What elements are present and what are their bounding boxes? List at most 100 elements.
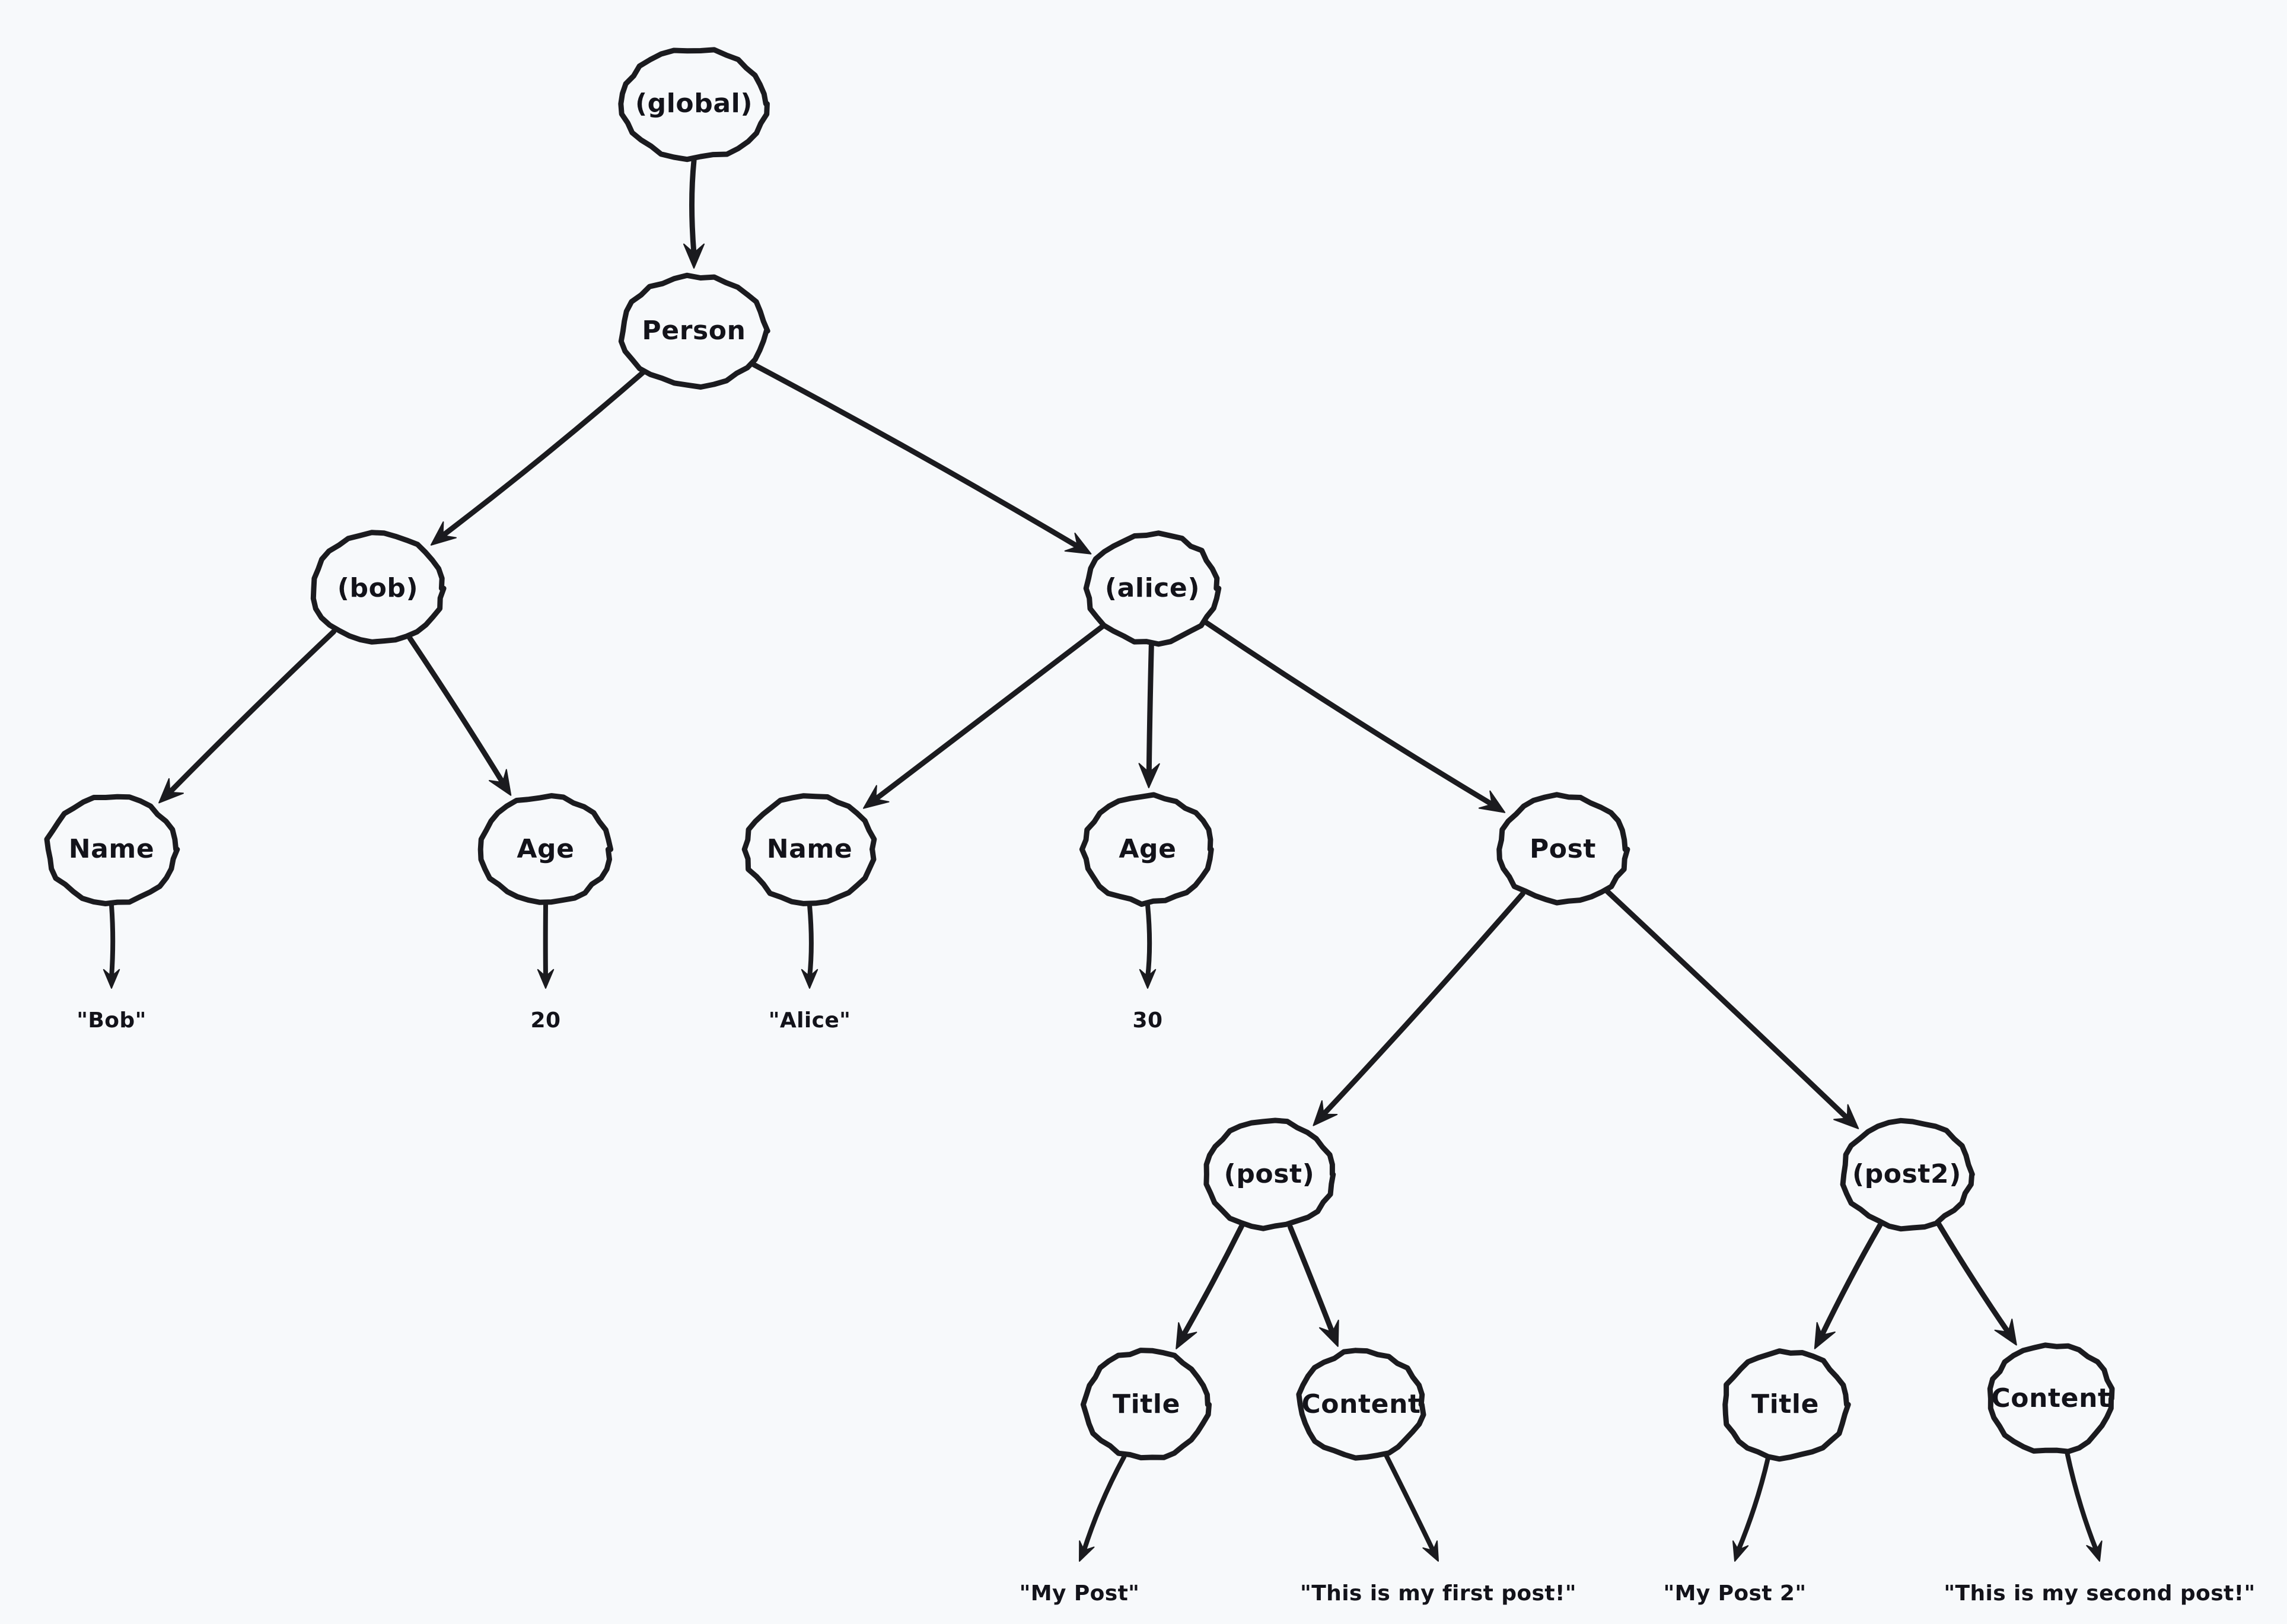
node-post[interactable]: Post: [1496, 792, 1630, 906]
node-outline-p2Content: [1987, 1342, 2115, 1454]
node-p1Title[interactable]: Title: [1080, 1348, 1212, 1461]
edge-p2Title-to-p2TitleVal: [1732, 1456, 1770, 1562]
node-label-person: Person: [642, 316, 746, 346]
value-label-aliAgeVal: 30: [1133, 1008, 1163, 1033]
node-label-p1Content: Content: [1301, 1389, 1420, 1419]
edge-layer: [103, 158, 2103, 1562]
edge-p2Content-to-p2ContentVal: [2065, 1450, 2103, 1562]
arrow-head-icon: [1079, 1540, 1095, 1562]
node-label-global: (global): [635, 88, 753, 119]
node-label-bobName: Name: [69, 834, 155, 864]
edge-alice-to-aliAge: [1138, 642, 1160, 788]
edge-alice-to-post: [1203, 620, 1506, 813]
node-post2[interactable]: (post2): [1840, 1117, 1975, 1232]
edge-p1Content-to-p1ContentVal: [1384, 1453, 1439, 1562]
arrow-head-icon: [1732, 1540, 1749, 1562]
arrow-head-icon: [1064, 533, 1092, 555]
edge-post2-to-p2Title: [1814, 1222, 1883, 1349]
node-label-post1: (post): [1224, 1159, 1315, 1189]
edge-post-to-post2: [1604, 888, 1859, 1129]
value-label-p1ContentVal: "This is my first post!": [1300, 1581, 1576, 1606]
node-person[interactable]: Person: [618, 272, 770, 390]
arrow-head-icon: [863, 785, 890, 809]
value-label-p2ContentVal: "This is my second post!": [1944, 1581, 2255, 1606]
arrow-head-icon: [489, 769, 512, 796]
arrow-head-icon: [801, 969, 818, 989]
value-layer: "Bob" 20 "Alice" 30 "My Post" "This is my fir…: [77, 1008, 2255, 1606]
edge-bobName-to-bobNameVal: [103, 903, 120, 989]
edge-global-to-person: [683, 158, 705, 269]
node-outline-p2Title: [1722, 1348, 1851, 1462]
node-label-alice: (alice): [1105, 573, 1200, 603]
node-label-post2: (post2): [1852, 1159, 1961, 1189]
arrow-head-icon: [1139, 969, 1157, 989]
edge-person-to-bob: [430, 370, 646, 546]
node-aliName[interactable]: Name: [741, 793, 877, 906]
node-bobName[interactable]: Name: [44, 794, 180, 906]
node-bobAge[interactable]: Age: [477, 793, 614, 905]
node-p2Title[interactable]: Title: [1722, 1348, 1851, 1462]
node-outline-aliAge: [1079, 792, 1214, 907]
node-aliAge[interactable]: Age: [1079, 792, 1214, 907]
arrow-head-icon: [537, 969, 555, 989]
arrow-head-icon: [103, 969, 120, 989]
arrow-head-icon: [1422, 1540, 1439, 1562]
value-label-bobAgeVal: 20: [531, 1008, 561, 1033]
value-label-aliNameVal: "Alice": [769, 1008, 851, 1033]
arrow-head-icon: [1313, 1100, 1338, 1126]
node-outline-global: [618, 47, 770, 163]
value-label-bobNameVal: "Bob": [77, 1008, 146, 1033]
node-alice[interactable]: (alice): [1083, 530, 1222, 647]
node-outline-post2: [1840, 1117, 1975, 1232]
node-outline-p1Title: [1080, 1348, 1212, 1461]
arrow-head-icon: [1176, 1322, 1197, 1349]
node-label-p1Title: Title: [1113, 1389, 1180, 1419]
node-post1[interactable]: (post): [1203, 1117, 1336, 1231]
node-outline-bob: [310, 530, 447, 645]
edge-p1Title-to-p1TitleVal: [1079, 1454, 1127, 1562]
arrow-head-icon: [158, 778, 184, 804]
node-label-post: Post: [1530, 834, 1596, 864]
value-label-p1TitleVal: "My Post": [1020, 1581, 1140, 1606]
edge-person-to-alice: [751, 362, 1092, 555]
node-global[interactable]: (global): [618, 47, 770, 163]
node-outline-post1: [1203, 1117, 1336, 1231]
node-outline-alice: [1083, 530, 1222, 647]
node-outline-bobAge: [477, 793, 614, 905]
node-bob[interactable]: (bob): [310, 530, 447, 645]
node-outline-aliName: [741, 793, 877, 906]
node-outline-person: [618, 272, 770, 390]
edge-post1-to-p1Content: [1288, 1224, 1339, 1347]
arrow-head-icon: [2086, 1540, 2103, 1562]
edge-bob-to-bobName: [158, 629, 337, 804]
edge-alice-to-aliName: [863, 623, 1105, 809]
node-layer: (global) Person (bob) (alice) Name Age Name Age…: [44, 47, 2115, 1462]
node-label-p2Title: Title: [1751, 1389, 1819, 1419]
arrow-head-icon: [1138, 763, 1160, 788]
node-label-aliName: Name: [767, 834, 853, 864]
node-p2Content[interactable]: Content: [1987, 1342, 2115, 1454]
edge-post1-to-p1Title: [1176, 1222, 1245, 1349]
arrow-head-icon: [683, 243, 705, 269]
edge-bobAge-to-bobAgeVal: [537, 903, 555, 989]
node-label-bobAge: Age: [517, 834, 574, 864]
node-label-bob: (bob): [337, 573, 418, 603]
arrow-head-icon: [1833, 1104, 1859, 1129]
edge-post-to-post1: [1313, 891, 1525, 1126]
arrow-head-icon: [1994, 1319, 2017, 1346]
node-outline-bobName: [44, 794, 180, 906]
edge-aliName-to-aliNameVal: [801, 903, 818, 989]
arrow-head-icon: [1318, 1319, 1339, 1347]
node-outline-p1Content: [1296, 1348, 1426, 1461]
value-label-p2TitleVal: "My Post 2": [1663, 1581, 1806, 1606]
node-p1Content[interactable]: Content: [1296, 1348, 1426, 1461]
arrow-head-icon: [1814, 1322, 1836, 1349]
edge-aliAge-to-aliAgeVal: [1139, 903, 1157, 989]
edge-post2-to-p2Content: [1935, 1221, 2017, 1346]
edge-bob-to-bobAge: [407, 635, 512, 796]
node-outline-post: [1496, 792, 1630, 906]
arrow-head-icon: [430, 521, 457, 546]
node-label-aliAge: Age: [1119, 834, 1176, 864]
node-label-p2Content: Content: [1991, 1383, 2110, 1413]
